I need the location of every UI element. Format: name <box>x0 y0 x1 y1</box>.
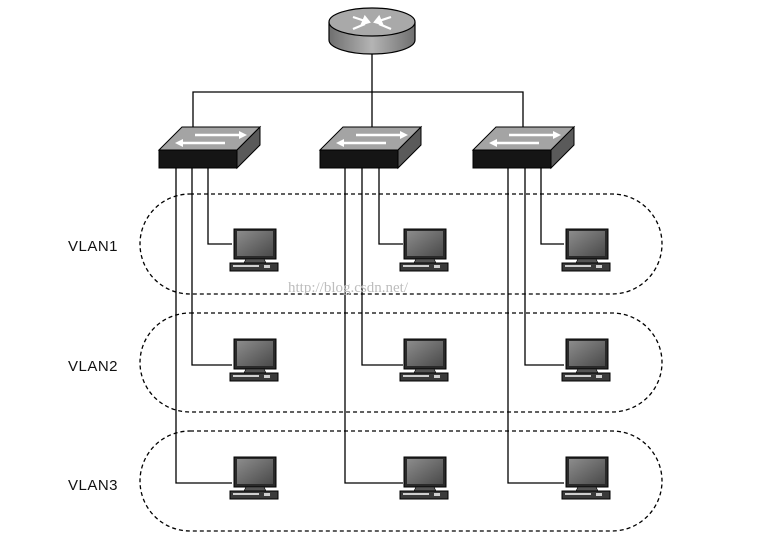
link-router-switch-1-3 <box>192 91 524 128</box>
watermark-text: http://blog.csdn.net/ <box>288 280 409 296</box>
vlan2-label: VLAN2 <box>68 358 118 375</box>
uplink-lines <box>192 50 524 128</box>
vlan3-boundary <box>139 430 663 532</box>
computer-icon <box>399 228 449 272</box>
computer-icon <box>229 228 279 272</box>
computer-icon <box>399 338 449 382</box>
vlan2-boundary <box>139 312 663 413</box>
computer-icon <box>229 338 279 382</box>
computer-icon <box>561 456 611 500</box>
switch-icon <box>471 125 576 170</box>
vlan1-label: VLAN1 <box>68 238 118 255</box>
computer-icon <box>561 338 611 382</box>
router-icon <box>328 7 416 55</box>
computer-icon <box>399 456 449 500</box>
vlan3-label: VLAN3 <box>68 477 118 494</box>
computer-icon <box>229 456 279 500</box>
vlan1-boundary <box>139 193 663 295</box>
drop-cables <box>175 165 564 484</box>
switch-icon <box>318 125 423 170</box>
switch-icon <box>157 125 262 170</box>
computer-icon <box>561 228 611 272</box>
vlan-groups <box>139 193 663 532</box>
